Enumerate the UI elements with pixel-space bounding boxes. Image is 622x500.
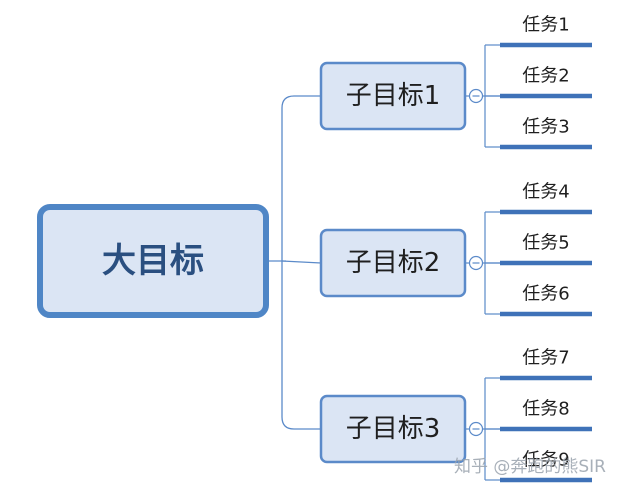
main-goal-node [37, 204, 269, 318]
task-label: 任务9 [522, 450, 569, 471]
subgoal-label: 子目标3 [346, 414, 441, 444]
branch-connector [281, 260, 322, 264]
task-label: 任务1 [522, 15, 569, 36]
task-label: 任务4 [522, 182, 569, 203]
branch-connector [281, 95, 321, 261]
subgoal-label: 子目标1 [346, 81, 441, 111]
main-goal-label: 大目标 [102, 241, 204, 281]
subgoal-label: 子目标2 [346, 248, 441, 278]
task-label: 任务6 [522, 284, 569, 305]
task-label: 任务8 [522, 399, 569, 420]
branch-connector [281, 261, 321, 430]
task-label: 任务3 [522, 117, 569, 138]
task-label: 任务2 [522, 66, 569, 87]
task-label: 任务5 [522, 233, 569, 254]
task-label: 任务7 [522, 348, 569, 369]
watermark-text: 知乎 @奔跑的熊SIR [454, 457, 606, 477]
